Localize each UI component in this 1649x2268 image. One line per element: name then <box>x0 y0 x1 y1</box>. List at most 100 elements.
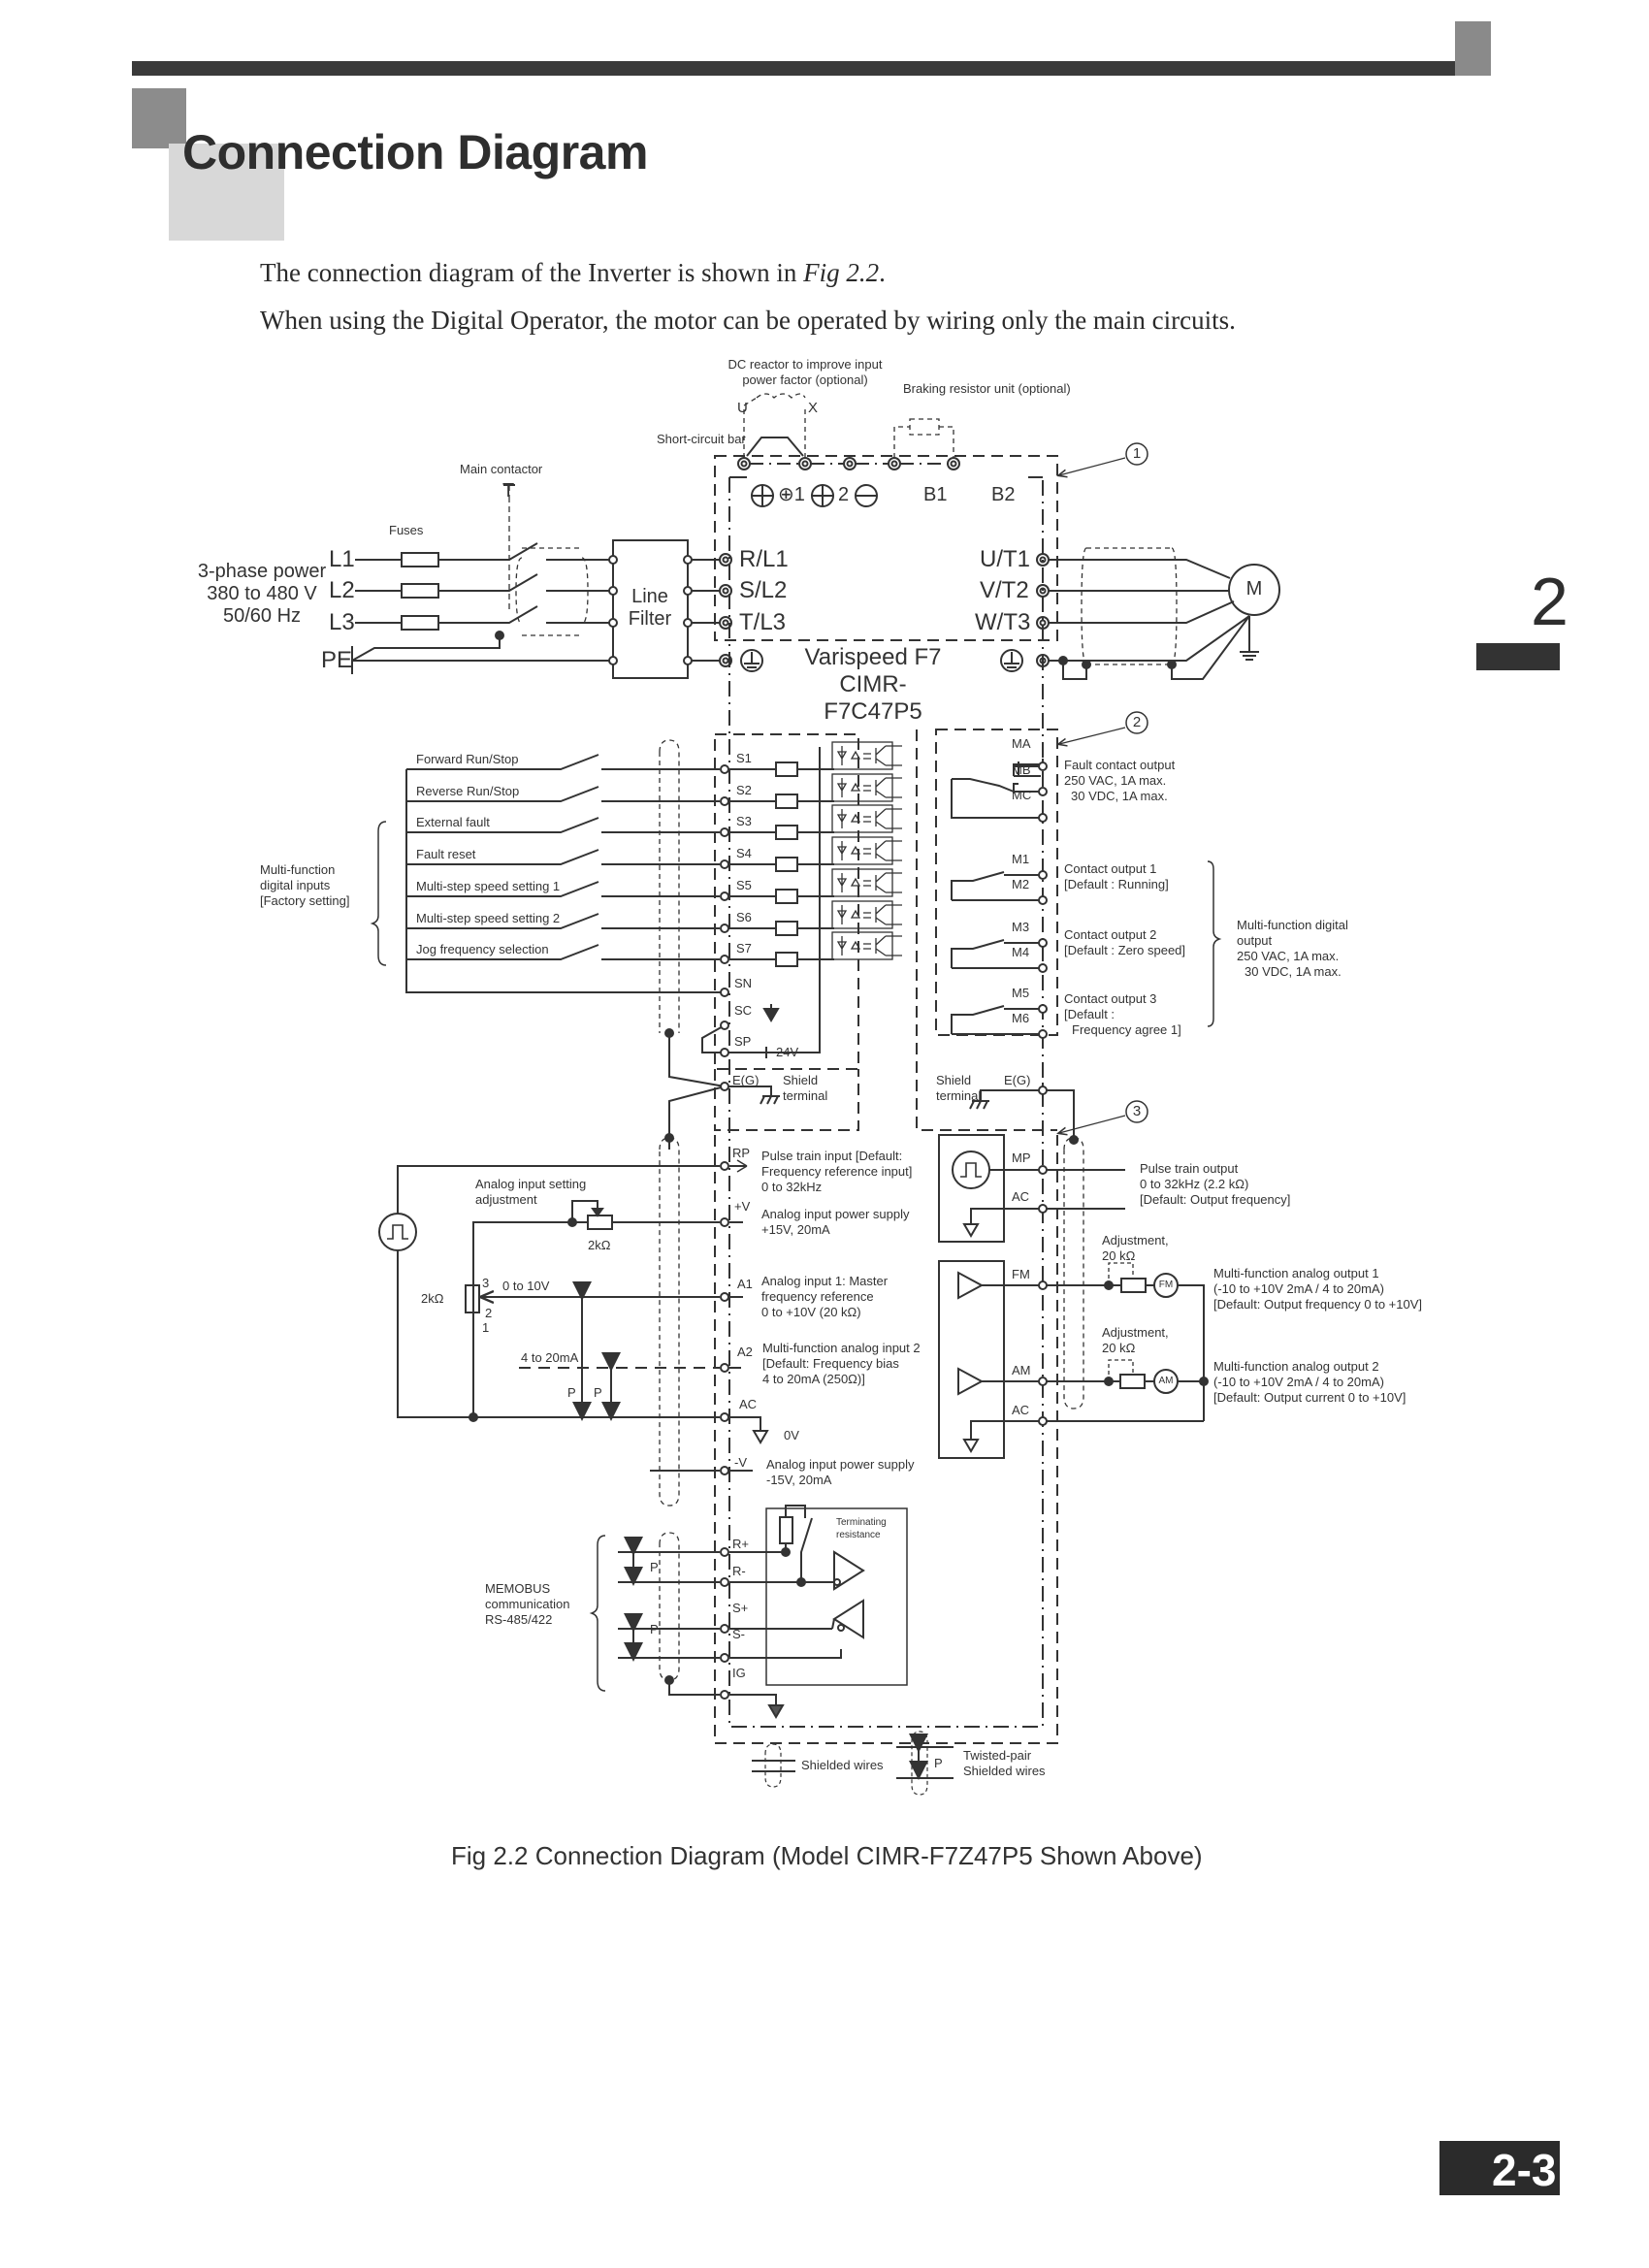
digital-input-label: Multi-step speed setting 1 <box>416 879 561 893</box>
range-0-10v: 0 to 10V <box>502 1279 550 1293</box>
analog-setting-line1: Analog input setting <box>475 1177 587 1191</box>
dc-reactor-line2: power factor (optional) <box>742 373 868 387</box>
terminating-line1: Terminating <box>836 1517 887 1528</box>
digital-input-terminal: S7 <box>736 941 752 956</box>
contact-output-desc-line1: Contact output 2 <box>1064 927 1157 942</box>
fm-desc-line1: Multi-function analog output 1 <box>1213 1266 1379 1280</box>
dc-terminal-label: 2 <box>838 484 850 505</box>
minus-v-desc-line2: -15V, 20mA <box>766 1473 832 1487</box>
am-desc-line1: Multi-function analog output 2 <box>1213 1359 1379 1374</box>
contact-output-terminal: M2 <box>1012 877 1030 891</box>
digital-input-terminal: S2 <box>736 783 752 797</box>
memobus-line2: communication <box>485 1597 570 1611</box>
fault-contact-line1: Fault contact output <box>1064 758 1176 772</box>
digital-input-label: Multi-step speed setting 2 <box>416 911 561 925</box>
pe-label: PE <box>321 647 353 673</box>
terminal-v-t2: V/T2 <box>980 577 1029 603</box>
terminal-plus-v: +V <box>734 1199 751 1214</box>
ground-symbol-out <box>1000 649 1023 672</box>
am-adjust-line1: Adjustment, <box>1102 1325 1169 1340</box>
optocoupler <box>831 741 893 770</box>
line-filter <box>612 539 689 679</box>
plus-v-desc-line1: Analog input power supply <box>761 1207 910 1221</box>
terminal-sn: SN <box>734 976 753 990</box>
plus-v-desc-line2: +15V, 20mA <box>761 1222 830 1237</box>
fm-adjust-line1: Adjustment, <box>1102 1233 1169 1247</box>
phase-l3: L3 <box>329 609 355 635</box>
am-desc-line3: [Default: Output current 0 to +10V] <box>1213 1390 1406 1405</box>
legend <box>752 1731 954 1796</box>
terminal-mc: MC <box>1012 788 1032 802</box>
short-circuit-bar-label: Short-circuit bar <box>657 432 746 446</box>
legend-p: P <box>934 1756 943 1770</box>
memobus-p-2: P <box>650 1622 659 1636</box>
input-terminals <box>720 764 729 1057</box>
intro-period: . <box>879 258 886 287</box>
digital-input-label: External fault <box>416 815 490 829</box>
callout-3-label: 3 <box>1132 1103 1142 1119</box>
intro-paragraph-2: When using the Digital Operator, the mot… <box>260 306 1236 335</box>
digital-input-terminal: S4 <box>736 846 752 860</box>
shield-right-line1: Shield <box>936 1073 972 1087</box>
dc-terminal-label: B2 <box>991 484 1016 505</box>
terminal-ac-out2: AC <box>1012 1403 1030 1417</box>
figure-caption: Fig 2.2 Connection Diagram (Model CIMR-F… <box>451 1841 1203 1870</box>
minus-v-desc-line1: Analog input power supply <box>766 1457 915 1472</box>
phase-l2: L2 <box>329 577 355 603</box>
terminal-point <box>720 1048 729 1057</box>
ground-symbol-in <box>740 649 763 672</box>
twisted-p-1: P <box>567 1385 576 1400</box>
pot-pin-2: 2 <box>485 1306 493 1320</box>
terminal-ig: IG <box>732 1666 746 1680</box>
optocoupler-symbol <box>836 904 902 925</box>
fm-adjust-line2: 20 kΩ <box>1102 1248 1136 1263</box>
terminal-point <box>720 1021 729 1030</box>
fm-adjust-label: Adjustment,20 kΩ <box>1102 1233 1169 1264</box>
braking-resistor <box>909 418 940 436</box>
legend-shielded: Shielded wires <box>801 1758 884 1772</box>
phase-l1: L1 <box>329 546 355 572</box>
contact-output-desc: Contact output 1[Default : Running] <box>1064 861 1169 892</box>
fm-desc-line2: (-10 to +10V 2mA / 4 to 20mA) <box>1213 1281 1384 1296</box>
terminal-t-l3: T/L3 <box>739 609 787 635</box>
main-circuit-box <box>714 455 1058 641</box>
contact-output-desc-line1: Contact output 1 <box>1064 861 1157 876</box>
digital-input-label: Forward Run/Stop <box>416 752 519 766</box>
callout-1-label: 1 <box>1132 445 1142 462</box>
page-title: Connection Diagram <box>182 125 648 179</box>
optocoupler-symbol <box>836 872 902 893</box>
contact-output-desc: Contact output 3[Default :Frequency agre… <box>1064 991 1181 1038</box>
chapter-tab-number: 2 <box>1531 564 1568 639</box>
page-number: 2-3 <box>1492 2145 1557 2195</box>
inverter-model-line1: Varispeed F7 <box>804 644 942 670</box>
power-input-wiring <box>351 484 763 679</box>
contact-output-terminal: M4 <box>1012 945 1030 959</box>
plus-v-desc: Analog input power supply+15V, 20mA <box>761 1207 910 1238</box>
chapter-tab-bar <box>1476 643 1560 670</box>
a1-desc-line2: frequency reference <box>761 1289 874 1304</box>
terminal-point <box>720 1412 729 1422</box>
digital-input-terminal: S3 <box>736 814 752 828</box>
mf-digital-output-line2: output <box>1237 933 1273 948</box>
voltage-24v: 24V <box>776 1045 799 1059</box>
rp-desc-line3: 0 to 32kHz <box>761 1180 823 1194</box>
analog-input-terminals <box>720 1161 729 1475</box>
callout-2 <box>1125 711 1148 734</box>
am-adjust-line2: 20 kΩ <box>1102 1341 1136 1355</box>
terminal-r-minus: R- <box>732 1564 746 1578</box>
mf-digital-output-line1: Multi-function digital <box>1237 918 1348 932</box>
mf-digital-output-line3: 250 VAC, 1A max. <box>1237 949 1340 963</box>
terminal-u-t1: U/T1 <box>980 546 1031 572</box>
inverter-chassis-line <box>728 477 1044 1728</box>
terminal-point <box>720 764 729 774</box>
analog-output-block <box>938 1260 1005 1459</box>
